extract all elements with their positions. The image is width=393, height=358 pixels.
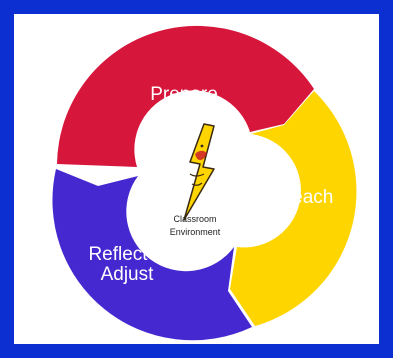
reflect-label-line2: Adjust <box>101 264 155 285</box>
prepare-segment <box>57 25 314 167</box>
teach-segment <box>230 91 357 326</box>
lightning-bolt-mascot-icon <box>183 123 215 221</box>
center-label-line1: Classroom <box>173 214 216 224</box>
cycle-diagram: Prepare Teach Reflect & Adjust Classroom… <box>52 25 357 341</box>
prepare-label: Prepare <box>150 84 218 105</box>
diagram-frame: Prepare Teach Reflect & Adjust Classroom… <box>14 14 379 344</box>
reflect-adjust-segment <box>52 169 252 341</box>
center-label-line2: Environment <box>170 227 221 237</box>
reflect-label-line1: Reflect & <box>88 244 165 265</box>
teach-label: Teach <box>283 187 334 208</box>
